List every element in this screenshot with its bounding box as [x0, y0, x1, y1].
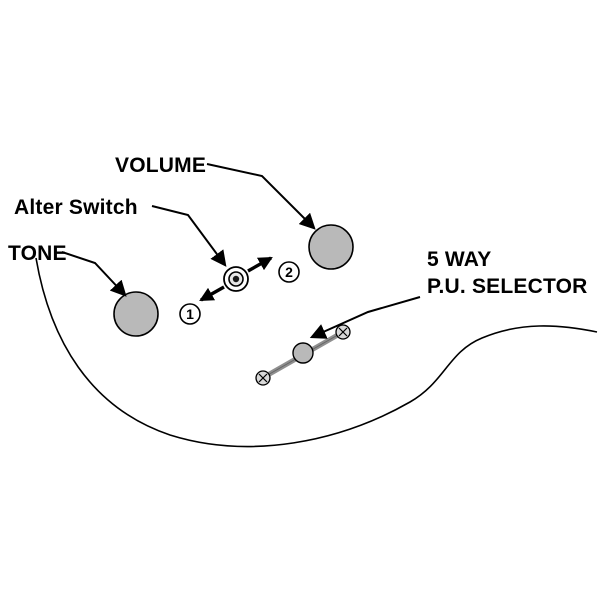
selector-label-line1: 5 WAY: [427, 248, 491, 271]
alter-switch-center: [232, 275, 240, 283]
alter-switch-leader-arrow: [151, 205, 227, 267]
tone-label: TONE: [8, 242, 67, 265]
direction-marker-1-circle: [179, 303, 201, 325]
tone-leader-arrow: [61, 251, 127, 297]
selector-label-line2: P.U. SELECTOR: [427, 275, 588, 298]
alter-switch-button: [223, 266, 249, 292]
volume-leader-arrow: [206, 163, 316, 230]
direction-marker-2: 2: [278, 261, 300, 283]
selector-screw-right-icon: [335, 324, 351, 340]
direction-marker-1-label: 1: [186, 306, 194, 322]
selector-lever-knob: [292, 342, 314, 364]
selector-leader-arrow: [309, 296, 421, 339]
pickup-selector-switch: [255, 324, 351, 386]
direction-arrow-1: [199, 285, 225, 302]
direction-marker-2-label: 2: [285, 264, 293, 280]
direction-marker-2-circle: [278, 261, 300, 283]
alter-switch-label: Alter Switch: [14, 196, 138, 219]
tone-knob: [113, 291, 159, 337]
volume-knob: [308, 224, 354, 270]
direction-arrow-2: [247, 256, 273, 273]
selector-screw-left-icon: [255, 370, 271, 386]
volume-label: VOLUME: [115, 154, 206, 177]
direction-marker-1: 1: [179, 303, 201, 325]
guitar-body-outline: [35, 257, 598, 448]
